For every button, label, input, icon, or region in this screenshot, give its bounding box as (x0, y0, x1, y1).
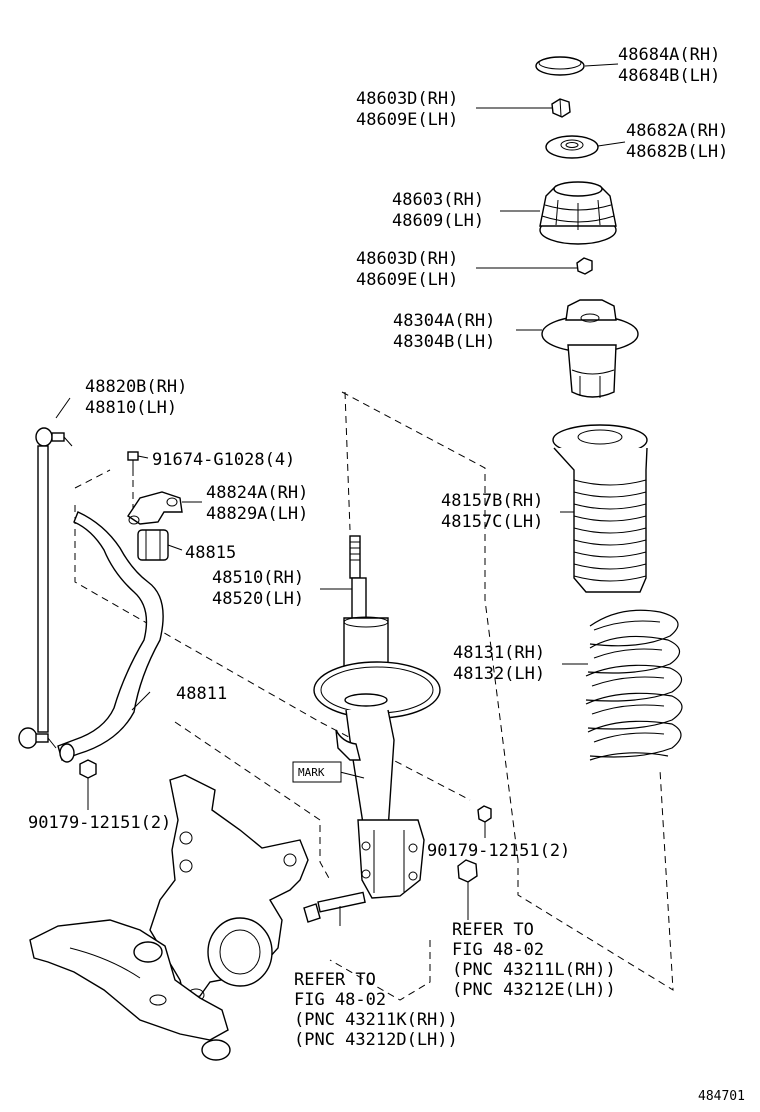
mark-label: MARK (298, 766, 325, 779)
callout-48684: 48684A(RH)48684B(LH) (618, 45, 720, 86)
strut-nut-part (477, 805, 492, 838)
bearing-part (545, 135, 626, 159)
spring-bumper-part (552, 424, 648, 593)
link-nut-part (79, 759, 97, 810)
callout-48510: 48510(RH)48520(LH) (212, 568, 304, 609)
callout-48603d-bottom: 48603D(RH)48609E(LH) (356, 249, 458, 290)
callout-48157: 48157B(RH)48157C(LH) (441, 491, 543, 532)
bracket-bolt-part (127, 451, 149, 476)
leader-lines (339, 107, 552, 779)
coil-spring-part (562, 609, 683, 761)
stabilizer-link-part (18, 397, 73, 749)
callout-48131: 48131(RH)48132(LH) (453, 643, 545, 684)
shock-absorber-part (313, 535, 441, 899)
mark-box (292, 761, 342, 783)
knuckle-part (149, 774, 309, 1002)
bushing-part (137, 529, 183, 561)
stabilizer-bar-part (57, 511, 164, 763)
nut-bottom-part (476, 257, 593, 275)
lower-nut-part (457, 859, 478, 920)
callout-48603d-top: 48603D(RH)48609E(LH) (356, 89, 458, 130)
lower-arm-part (29, 919, 231, 1061)
callout-48811: 48811 (176, 684, 227, 704)
callout-48603: 48603(RH)48609(LH) (392, 190, 484, 231)
callout-48304: 48304A(RH)48304B(LH) (393, 311, 495, 352)
strut-mount-part (516, 299, 639, 398)
callout-91674: 91674-G1028(4) (152, 450, 295, 470)
upper-seat-part (500, 181, 617, 245)
callout-48682: 48682A(RH)48682B(LH) (626, 121, 728, 162)
callout-48820: 48820B(RH)48810(LH) (85, 377, 187, 418)
dust-cap-part (535, 56, 619, 76)
bracket-part (127, 491, 202, 525)
callout-90179-left: 90179-12151(2) (28, 813, 171, 833)
lower-bolt-part (303, 891, 366, 926)
callout-labels: 48684A(RH)48684B(LH) 48603D(RH)48609E(LH… (28, 45, 745, 1104)
figure-number: 484701 (698, 1089, 745, 1104)
callout-90179-right: 90179-12151(2) (427, 841, 570, 861)
callout-48824: 48824A(RH)48829A(LH) (206, 483, 308, 524)
callout-48815: 48815 (185, 543, 236, 563)
